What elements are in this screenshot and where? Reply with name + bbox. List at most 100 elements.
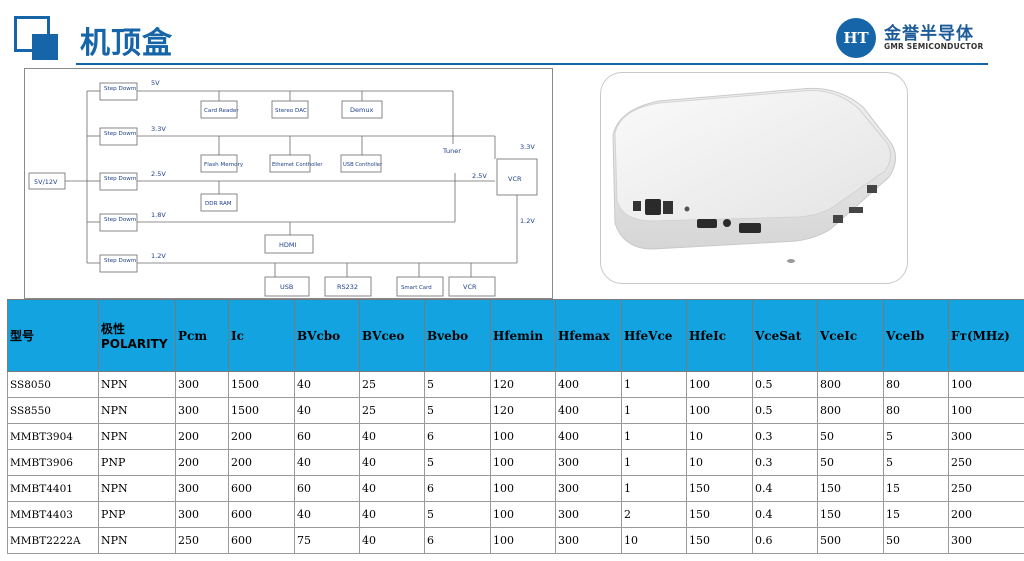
brand-name: 金誉半导体 (884, 24, 974, 44)
table-cell: 600 (228, 475, 295, 502)
step-down-3: Step Dowm (104, 176, 136, 182)
table-cell: 40 (294, 397, 360, 424)
table-cell: 0.5 (752, 371, 818, 398)
col-header-model: 型号 (7, 299, 99, 372)
table-cell: 5 (883, 423, 949, 450)
right-rail-3v3: 3.3V (520, 143, 535, 151)
hdmi-block: HDMI (279, 241, 297, 249)
table-cell: 80 (883, 371, 949, 398)
table-cell: 150 (686, 501, 753, 528)
table-cell: 0.5 (752, 397, 818, 424)
table-cell: SS8050 (7, 371, 99, 398)
col-header-bvceo: BVceo (359, 299, 425, 372)
table-cell: 200 (175, 423, 229, 450)
rail-1v2: 1.2V (151, 252, 166, 260)
table-cell: 40 (294, 371, 360, 398)
table-cell: 300 (175, 371, 229, 398)
table-cell: 1 (621, 475, 687, 502)
table-cell: 100 (948, 397, 1024, 424)
table-cell: 250 (175, 527, 229, 554)
table-cell: 40 (294, 501, 360, 528)
table-cell: MMBT2222A (7, 527, 99, 554)
card-reader-block: Card Reader (204, 108, 239, 114)
brand-subtitle: GMR SEMICONDUCTOR (884, 42, 984, 51)
table-cell: 50 (817, 423, 884, 450)
table-cell: 5 (424, 397, 491, 424)
col-header-ic: Ic (228, 299, 295, 372)
table-cell: 120 (490, 371, 556, 398)
table-cell: 5 (424, 371, 491, 398)
table-cell: 100 (490, 449, 556, 476)
table-cell: 300 (175, 475, 229, 502)
table-cell: 100 (686, 371, 753, 398)
table-cell: 75 (294, 527, 360, 554)
table-cell: MMBT3904 (7, 423, 99, 450)
table-cell: 120 (490, 397, 556, 424)
table-cell: 150 (817, 501, 884, 528)
block-diagram: 5V/12V Step Dowm Step Dowm Step Dowm Ste… (24, 68, 553, 299)
col-header-polarity: 极性 POLARITY (98, 299, 176, 372)
vcr-out-block: VCR (463, 283, 477, 291)
table-cell: 0.6 (752, 527, 818, 554)
rail-1v8: 1.8V (151, 211, 166, 219)
rs232-block: RS232 (337, 283, 358, 291)
usb-block: USB (280, 283, 293, 291)
table-cell: SS8550 (7, 397, 99, 424)
step-down-5: Step Dowm (104, 258, 136, 264)
table-cell: PNP (98, 501, 176, 528)
col-header-pcm: Pcm (175, 299, 229, 372)
diagram-input: 5V/12V (34, 178, 58, 186)
table-cell: NPN (98, 527, 176, 554)
table-cell: 40 (359, 423, 425, 450)
table-cell: 50 (817, 449, 884, 476)
tuner-block: Tuner (442, 147, 461, 155)
table-cell: NPN (98, 423, 176, 450)
table-cell: 15 (883, 475, 949, 502)
col-header-vceib: VceIb (883, 299, 949, 372)
table-cell: 250 (948, 449, 1024, 476)
table-cell: 200 (948, 501, 1024, 528)
rail-5v: 5V (151, 79, 160, 87)
table-cell: 800 (817, 371, 884, 398)
table-cell: 50 (883, 527, 949, 554)
table-cell: 150 (686, 527, 753, 554)
table-cell: 10 (686, 423, 753, 450)
table-cell: 1500 (228, 397, 295, 424)
table-cell: 40 (359, 449, 425, 476)
table-cell: 5 (883, 449, 949, 476)
table-cell: MMBT4401 (7, 475, 99, 502)
right-rail-2v5: 2.5V (472, 172, 487, 180)
table-cell: 300 (948, 423, 1024, 450)
table-cell: 600 (228, 527, 295, 554)
table-cell: 40 (359, 475, 425, 502)
transistor-spec-table: 型号 极性 POLARITY Pcm Ic BVcbo BVceo Bvebo … (7, 299, 1024, 554)
vcr-block: VCR (508, 175, 522, 183)
table-cell: 1 (621, 371, 687, 398)
demux-block: Demux (350, 106, 373, 114)
table-cell: 10 (621, 527, 687, 554)
page-title: 机顶盒 (80, 26, 173, 61)
rail-2v5: 2.5V (151, 170, 166, 178)
table-cell: 5 (424, 449, 491, 476)
smart-card-block: Smart Card (401, 285, 432, 291)
table-cell: 15 (883, 501, 949, 528)
table-cell: PNP (98, 449, 176, 476)
table-cell: 5 (424, 501, 491, 528)
col-header-hfemin: Hfemin (490, 299, 556, 372)
table-cell: 100 (686, 397, 753, 424)
table-cell: 200 (228, 449, 295, 476)
col-header-ft: Fт(MHz) (948, 299, 1024, 372)
col-header-vceic: VceIc (817, 299, 884, 372)
table-cell: NPN (98, 371, 176, 398)
table-cell: 40 (359, 501, 425, 528)
table-cell: 6 (424, 527, 491, 554)
table-cell: NPN (98, 397, 176, 424)
col-header-hfeic: HfeIc (686, 299, 753, 372)
col-header-bvcbo: BVcbo (294, 299, 360, 372)
table-cell: 300 (555, 527, 622, 554)
col-header-hfemax: Hfemax (555, 299, 622, 372)
